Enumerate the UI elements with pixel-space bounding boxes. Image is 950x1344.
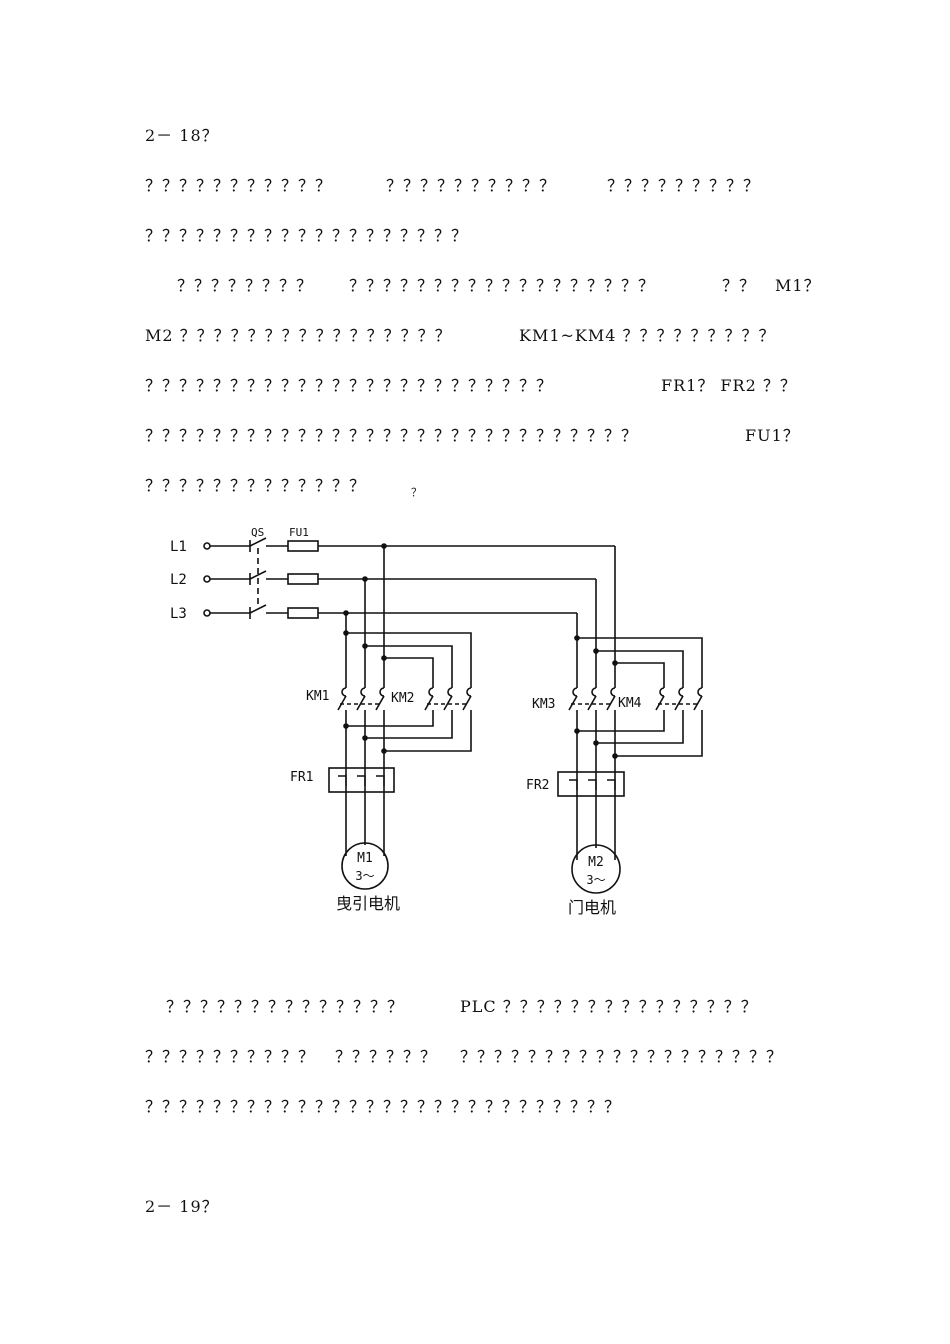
paragraph-2-segment-9: ？？？？？？？？？？？？？？？？？？？？？？？？？？？？？ (145, 426, 639, 445)
terminal-L2 (203, 575, 211, 583)
fuse-fu1-l2 (287, 573, 319, 585)
fuse-fu1-l1 (287, 540, 319, 552)
km4-contacts (655, 687, 703, 711)
label-km3: KM3 (532, 697, 555, 712)
paragraph-3-segment-2: PLC ？？？？？？？？？？？？？？？ (460, 997, 758, 1016)
label-fu1: FU1 (289, 526, 309, 539)
terminal-L1 (203, 542, 211, 550)
caption-door-motor: 门电机 (568, 898, 616, 917)
label-l3: L3 (170, 606, 187, 622)
terminal-L3 (203, 609, 211, 617)
stray-mark: ？ (411, 486, 422, 499)
label-fr1: FR1 (290, 770, 313, 785)
paragraph-2-segment-5: M2 ？？？？？？？？？？？？？？？？ (145, 326, 452, 345)
paragraph-3-segment-5: ？？？？？？？？？？？？？？？？？？？ (460, 1047, 784, 1066)
motor-m2-name: M2 (588, 855, 604, 870)
paragraph-2-segment-8: FR1？ FR2 ？？ (661, 376, 797, 395)
paragraph-3-segment-6: ？？？？？？？？？？？？？？？？？？？？？？？？？？？？ (145, 1097, 622, 1116)
paragraph-2-segment-10: FU1？ (745, 426, 800, 445)
thermal-relay-fr2 (557, 771, 625, 797)
paragraph-3-segment-4: ？？？？？？ (335, 1047, 438, 1066)
paragraph-1-segment-2: ？？？？？？？？？？ (386, 176, 557, 195)
paragraph-1-segment-1: ？？？？？？？？？？？ (145, 176, 333, 195)
heading-2-18: 2－ 18？ (145, 126, 219, 145)
paragraph-2-segment-2: ？？？？？？？？？？？？？？？？？？ (349, 276, 656, 295)
motor-m2 (571, 844, 621, 894)
thermal-relay-fr1 (328, 767, 395, 793)
label-km4: KM4 (618, 696, 642, 711)
paragraph-2-segment-1: ？？？？？？？？ (177, 276, 314, 295)
qs-switch (249, 537, 288, 619)
paragraph-2-segment-7: ？？？？？？？？？？？？？？？？？？？？？？？？ (145, 376, 554, 395)
label-km1: KM1 (306, 689, 329, 704)
label-km2: KM2 (391, 691, 414, 706)
label-l2: L2 (170, 572, 187, 588)
motor-m2-phase: 3～ (586, 873, 605, 887)
motor-m1-name: M1 (357, 851, 373, 866)
label-fr2: FR2 (526, 778, 549, 793)
km2-contacts (424, 687, 472, 711)
heading-2-19: 2－ 19？ (145, 1197, 219, 1216)
label-qs: QS (251, 526, 264, 539)
label-l1: L1 (170, 539, 187, 555)
caption-traction-motor: 曳引电机 (336, 894, 400, 913)
paragraph-3-segment-1: ？？？？？？？？？？？？？？ (166, 997, 405, 1016)
paragraph-1-segment-4: ？？？？？？？？？？？？？？？？？？？ (145, 226, 469, 245)
motor-m1 (341, 842, 389, 890)
paragraph-3-segment-3: ？？？？？？？？？？ (145, 1047, 316, 1066)
motor-m1-phase: 3～ (355, 869, 374, 883)
paragraph-1-segment-3: ？？？？？？？？？ (607, 176, 761, 195)
paragraph-2-segment-11: ？？？？？？？？？？？？？ (145, 476, 367, 495)
paragraph-2-segment-4: M1？ (775, 276, 821, 295)
fuse-fu1-l3 (287, 607, 319, 619)
paragraph-2-segment-6: KM1~KM4 ？？？？？？？？？ (519, 326, 776, 345)
paragraph-2-segment-3: ？？ (722, 276, 757, 295)
